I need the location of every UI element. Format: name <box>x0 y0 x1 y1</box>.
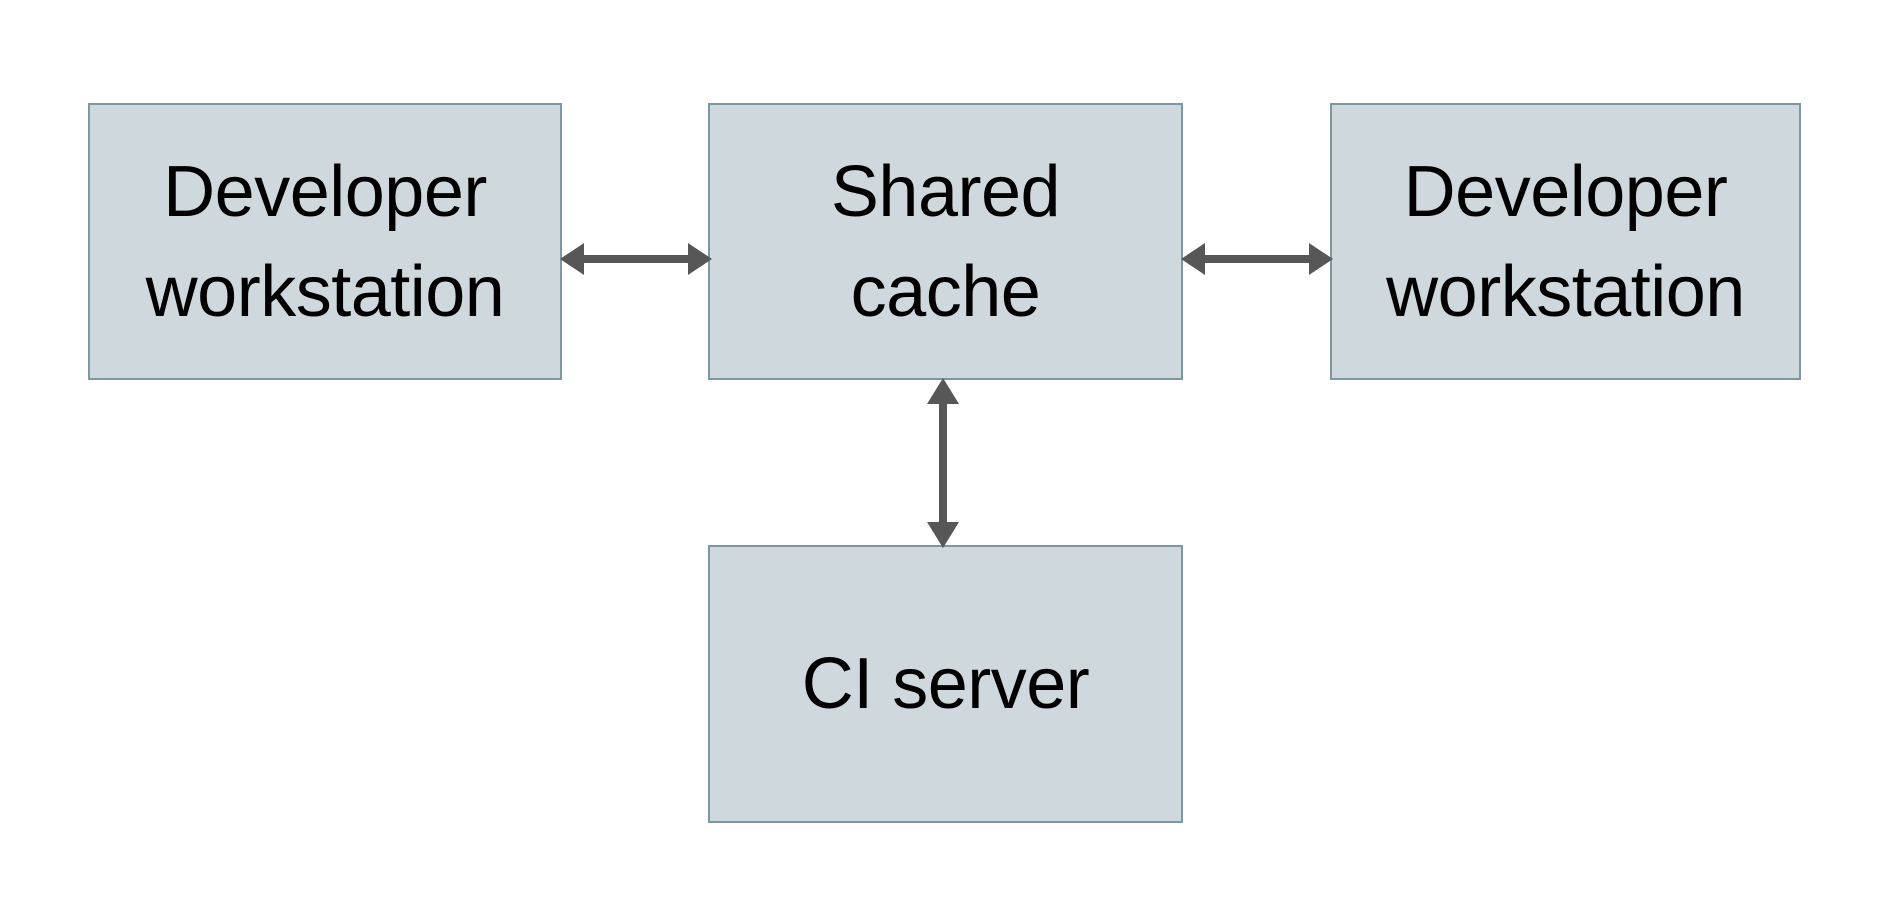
node-developer-workstation-right[interactable]: Developer workstation <box>1330 103 1801 380</box>
edge-dev-left-to-shared-cache[interactable] <box>560 214 712 304</box>
node-ci-server[interactable]: CI server <box>708 545 1183 823</box>
node-label: CI server <box>801 644 1090 724</box>
node-label: Shared cache <box>830 151 1061 332</box>
double-arrow-icon <box>927 378 959 548</box>
edge-shared-cache-to-dev-right[interactable] <box>1181 214 1333 304</box>
double-arrow-icon <box>560 243 712 275</box>
node-shared-cache[interactable]: Shared cache <box>708 103 1183 380</box>
double-arrow-icon <box>1181 243 1333 275</box>
node-label: Developer workstation <box>145 151 505 332</box>
edge-ci-server-to-shared-cache[interactable] <box>898 378 988 548</box>
node-developer-workstation-left[interactable]: Developer workstation <box>88 103 562 380</box>
node-label: Developer workstation <box>1386 151 1745 332</box>
